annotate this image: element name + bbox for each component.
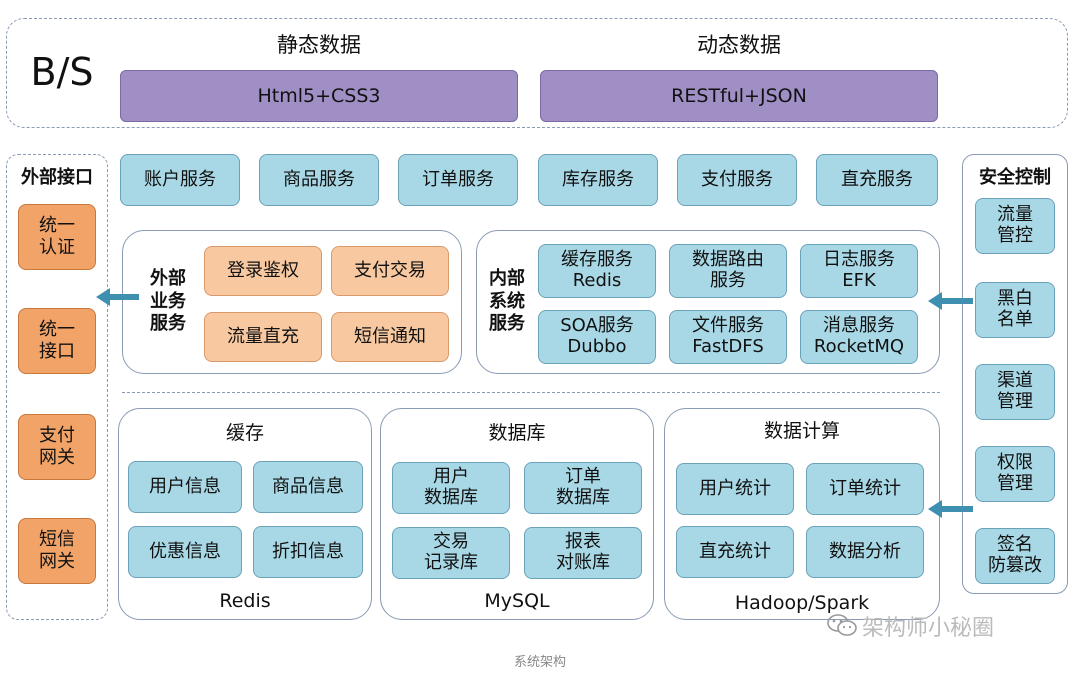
- watermark-text: 架构师小秘圈: [862, 616, 995, 641]
- section-divider: [122, 392, 940, 393]
- right-item-signature-tamper-proof: 签名 防篡改: [975, 528, 1055, 584]
- dynamic-data-box: RESTful+JSON: [540, 70, 938, 122]
- cache-footer: Redis: [219, 590, 271, 612]
- database-footer: MySQL: [484, 590, 550, 612]
- right-item-blackwhite-list: 黑白 名单: [975, 282, 1055, 338]
- ext-item-traffic-recharge: 流量直充: [204, 312, 322, 362]
- compute-title: 数据计算: [763, 419, 840, 442]
- service-recharge: 直充服务: [816, 154, 938, 206]
- external-interfaces-panel: [6, 154, 108, 620]
- compute-footer: Hadoop/Spark: [734, 592, 870, 614]
- compute-item-order-stats: 订单统计: [806, 463, 924, 515]
- static-data-box: Html5+CSS3: [120, 70, 518, 122]
- arrow-to-data-compute: [928, 500, 974, 518]
- arrow-to-internal-services: [928, 292, 974, 310]
- static-data-title: 静态数据: [277, 33, 361, 57]
- cache-title: 缓存: [225, 421, 264, 444]
- db-item-transaction-log-db: 交易 记录库: [392, 527, 510, 579]
- left-item-payment-gateway: 支付 网关: [18, 414, 96, 480]
- dynamic-data-title: 动态数据: [697, 33, 781, 57]
- figure-caption: 系统架构: [513, 654, 566, 670]
- database-title: 数据库: [488, 421, 546, 444]
- external-business-services-title: 外部 业务 服务: [150, 268, 186, 335]
- cache-item-promo-info: 优惠信息: [128, 526, 242, 578]
- db-item-order-db: 订单 数据库: [524, 462, 642, 514]
- database-panel: [380, 408, 654, 620]
- cache-item-discount-info: 折扣信息: [253, 526, 363, 578]
- bs-label: B/S: [30, 50, 94, 94]
- int-item-data-routing: 数据路由 服务: [669, 244, 787, 298]
- left-item-sms-gateway: 短信 网关: [18, 518, 96, 584]
- cache-item-product-info: 商品信息: [253, 461, 363, 513]
- left-item-unified-auth: 统一 认证: [18, 204, 96, 270]
- arrow-to-external-interfaces: [96, 288, 140, 306]
- ext-item-payment-transaction: 支付交易: [331, 246, 449, 296]
- int-item-message-rocketmq: 消息服务 RocketMQ: [800, 310, 918, 364]
- compute-item-recharge-stats: 直充统计: [676, 526, 794, 578]
- right-item-channel-management: 渠道 管理: [975, 364, 1055, 420]
- wechat-icon: [826, 612, 858, 638]
- service-account: 账户服务: [120, 154, 240, 206]
- internal-system-services-title: 内部 系统 服务: [489, 268, 525, 335]
- service-inventory: 库存服务: [538, 154, 658, 206]
- int-item-soa-dubbo: SOA服务 Dubbo: [538, 310, 656, 364]
- cache-panel: [118, 408, 372, 620]
- left-item-unified-interface: 统一 接口: [18, 308, 96, 374]
- service-product: 商品服务: [259, 154, 379, 206]
- int-item-cache-redis: 缓存服务 Redis: [538, 244, 656, 298]
- bs-section: [6, 18, 1068, 128]
- ext-item-sms-notify: 短信通知: [331, 312, 449, 362]
- cache-item-user-info: 用户信息: [128, 461, 242, 513]
- compute-item-user-stats: 用户统计: [676, 463, 794, 515]
- db-item-report-recon-db: 报表 对账库: [524, 527, 642, 579]
- int-item-log-efk: 日志服务 EFK: [800, 244, 918, 298]
- compute-item-data-analysis: 数据分析: [806, 526, 924, 578]
- service-payment: 支付服务: [677, 154, 797, 206]
- int-item-file-fastdfs: 文件服务 FastDFS: [669, 310, 787, 364]
- ext-item-login-auth: 登录鉴权: [204, 246, 322, 296]
- right-item-traffic-control: 流量 管控: [975, 198, 1055, 254]
- security-control-title: 安全控制: [979, 167, 1051, 188]
- service-order: 订单服务: [398, 154, 518, 206]
- right-item-permission-management: 权限 管理: [975, 446, 1055, 502]
- external-interfaces-title: 外部接口: [21, 167, 93, 188]
- db-item-user-db: 用户 数据库: [392, 462, 510, 514]
